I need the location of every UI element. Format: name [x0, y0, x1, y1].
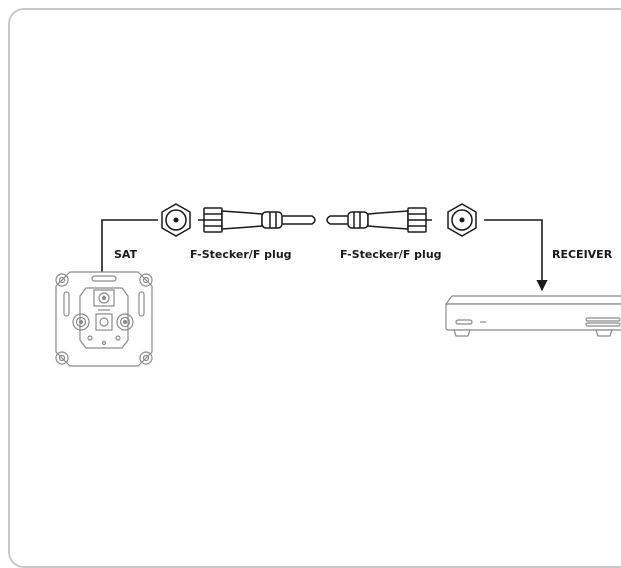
f-connector-right-icon [447, 203, 477, 237]
sat-wall-socket-icon [55, 271, 153, 367]
f-plug-right-label: F-Stecker/F plug [340, 248, 442, 261]
f-plug-left-label: F-Stecker/F plug [190, 248, 292, 261]
f-plug-right-icon [347, 207, 432, 233]
sat-label: SAT [114, 248, 138, 261]
f-connector-left-icon [161, 203, 191, 237]
receiver-arrow [484, 219, 548, 292]
receiver-box-icon [444, 295, 621, 337]
coax-cable [282, 215, 348, 225]
receiver-label: RECEIVER [552, 248, 613, 261]
f-plug-left-icon [198, 207, 283, 233]
sat-arrow [96, 219, 158, 294]
connection-diagram: SAT F-Stecker/F plug F-Stecker/F plug RE… [55, 203, 621, 367]
